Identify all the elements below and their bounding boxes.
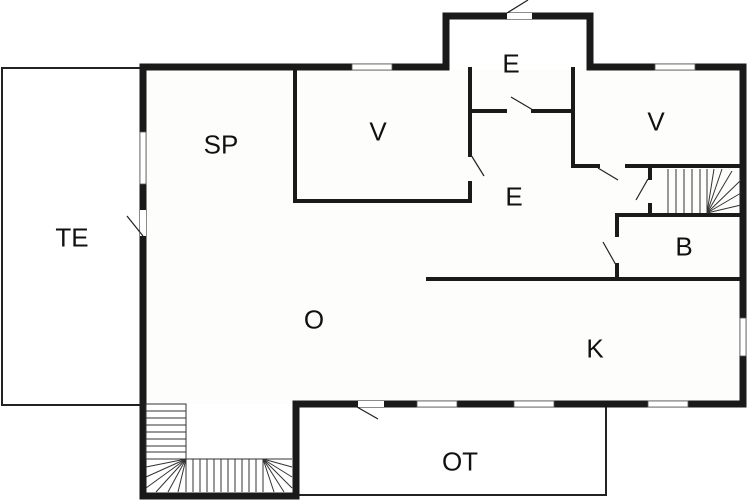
openings	[139, 13, 747, 408]
room-label-v2: V	[647, 106, 665, 137]
room-label-e-top: E	[502, 48, 520, 79]
room-label-e-hall: E	[505, 181, 523, 212]
room-label-te: TE	[55, 222, 89, 253]
room-label-sp: SP	[203, 129, 239, 160]
interior-walls	[293, 67, 743, 281]
room-label-b: B	[675, 231, 693, 262]
room-label-k: K	[586, 333, 604, 364]
stairs-upper	[667, 168, 742, 214]
room-label-ot: OT	[441, 446, 479, 477]
stairs-lower	[145, 403, 293, 493]
room-label-o: O	[303, 304, 325, 335]
room-label-v1: V	[369, 116, 387, 147]
door-swings	[126, 0, 649, 420]
